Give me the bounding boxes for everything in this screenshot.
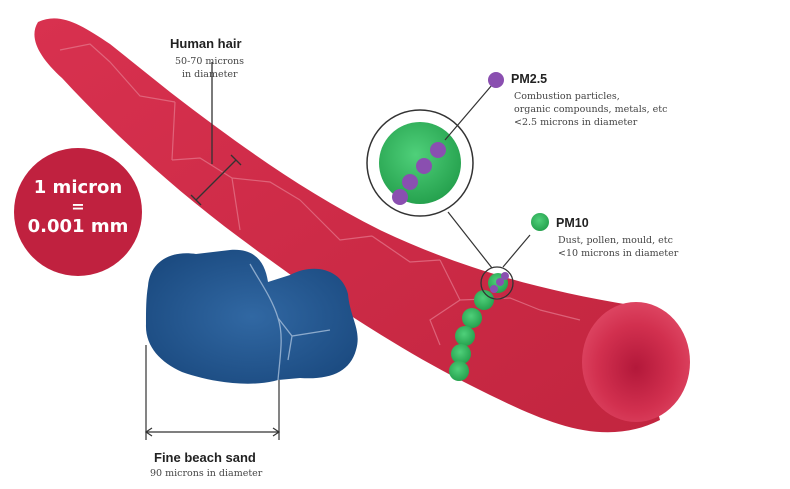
pm10-label-title: PM10 [556, 216, 589, 230]
sand-dimension-marker [144, 345, 281, 440]
pm10-legend-dot [531, 213, 549, 231]
pm25-label-line2: organic compounds, metals, etc [514, 104, 668, 115]
sand-label-line1: 90 microns in diameter [150, 468, 263, 479]
micron-badge [14, 148, 142, 276]
pm-focus-ring [480, 266, 514, 300]
pm10-particle-chain [449, 272, 509, 381]
human-hair-strand [34, 18, 690, 433]
micron-badge-line1: 1 micron [33, 177, 123, 198]
pm10-label-line2: <10 microns in diameter [558, 248, 679, 259]
sand-label-title: Fine beach sand [154, 450, 256, 465]
sand-grain [145, 249, 358, 384]
micron-badge-line3: 0.001 mm [27, 216, 129, 237]
pm25-legend-dot [488, 72, 504, 88]
pm25-label-line3: <2.5 microns in diameter [514, 117, 638, 128]
hair-label-line2: in diameter [182, 69, 238, 80]
hair-diameter-marker [190, 62, 242, 206]
hair-label-line1: 50-70 microns [175, 56, 245, 67]
micron-badge-text: 1 micron = 0.001 mm [15, 177, 141, 237]
pm25-label-line1: Combustion particles, [514, 91, 620, 102]
micron-badge-line2: = [71, 197, 85, 216]
pm25-label-title: PM2.5 [511, 72, 548, 86]
magnified-pm-view [366, 84, 493, 217]
hair-label-title: Human hair [170, 36, 242, 51]
pm10-label-line1: Dust, pollen, mould, etc [558, 235, 673, 246]
